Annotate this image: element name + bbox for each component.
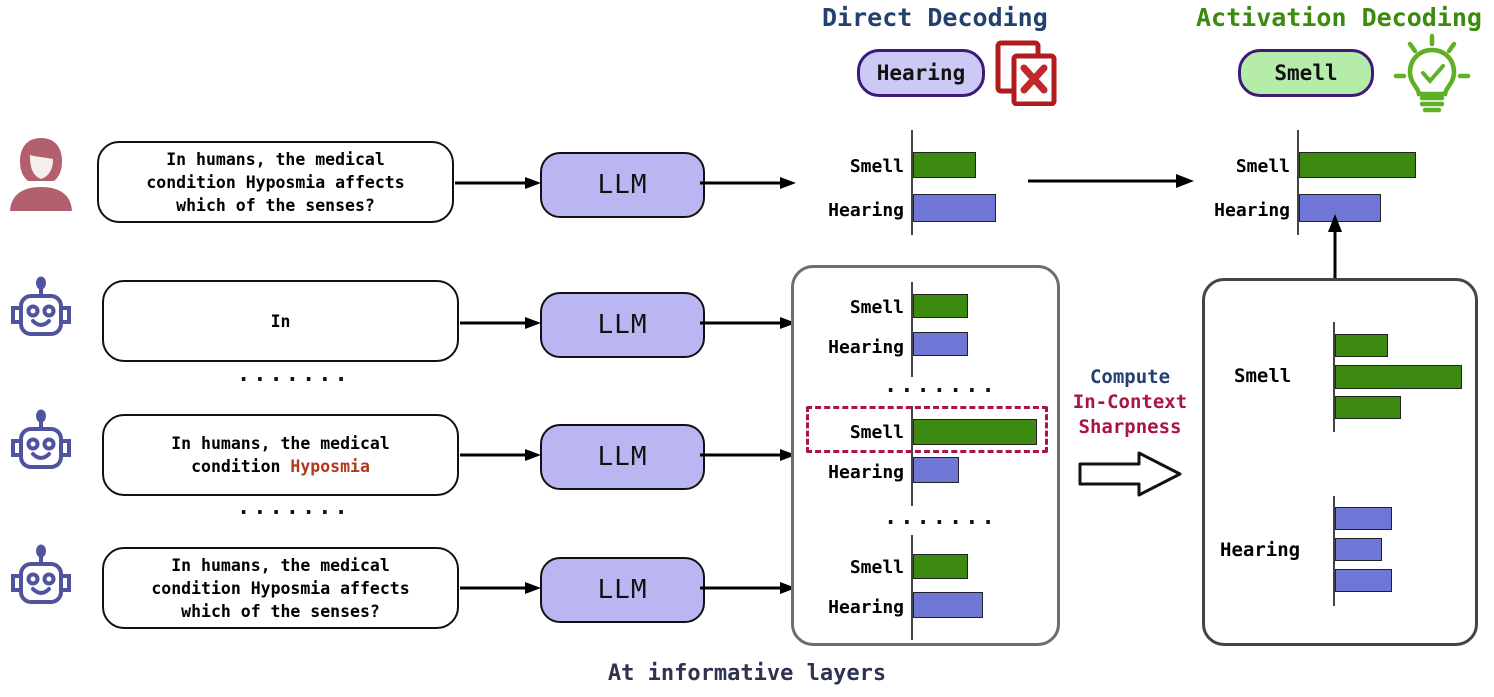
bar-smell-layer-2: [1335, 365, 1462, 389]
prompt-bubble-partial-2: In humans, the medical condition Hyposmi…: [102, 414, 459, 496]
bar-label-hearing: Hearing: [828, 597, 904, 618]
bar-hearing-layer-1: [1335, 507, 1392, 530]
sharpness-group-smell: Smell: [1220, 322, 1470, 442]
highlighted-token: Hyposmia: [290, 457, 370, 476]
arrow-prompt-to-llm: [460, 582, 541, 594]
bar-label-smell: Smell: [849, 297, 904, 318]
arrow-llm-to-distribution: [700, 449, 796, 461]
chart-layer-prompt-hyposmia: Smell Hearing: [808, 406, 1058, 510]
arrow-llm-to-distribution: [700, 582, 796, 594]
bar-hearing-layer-3: [1335, 569, 1392, 592]
block-arrow-right-icon: [1078, 451, 1182, 497]
direct-answer-pill: Hearing: [857, 49, 985, 97]
bar-smell: [913, 554, 968, 579]
bar-smell-layer-1: [1335, 334, 1388, 357]
activation-decoding-title: Activation Decoding: [1196, 3, 1482, 32]
chart-axis: [911, 406, 913, 506]
arrow-sharpness-to-activation: [1328, 214, 1342, 282]
compute-word: Compute: [1089, 366, 1171, 388]
prompt-bubble-user: In humans, the medical condition Hyposmi…: [97, 141, 454, 223]
bot-avatar: [11, 544, 71, 604]
bar-label-smell: Smell: [849, 557, 904, 578]
bar-hearing: [1299, 194, 1381, 222]
in-context-word: In-Context: [1072, 391, 1188, 413]
prompt-text: In humans, the medical condition Hyposmi…: [146, 149, 405, 215]
group-label-hearing: Hearing: [1220, 539, 1301, 561]
activation-answer-pill: Smell: [1238, 49, 1374, 97]
layer-distributions-panel: [791, 265, 1060, 646]
bar-smell-layer-3: [1335, 396, 1401, 419]
bar-smell: [913, 294, 968, 318]
arrow-llm-to-distribution: [700, 317, 796, 329]
ellipsis-left-2: ·······: [237, 501, 351, 526]
sharpness-word: Sharpness: [1078, 416, 1182, 438]
chart-activation-output: Smell Hearing: [1198, 130, 1488, 240]
chart-axis: [1333, 322, 1335, 432]
llm-box: LLM: [540, 152, 705, 218]
chart-axis: [911, 130, 913, 235]
bot-avatar: [11, 276, 71, 336]
prompt-text: In humans, the medical condition Hyposmi…: [171, 434, 390, 476]
bar-hearing-layer-2: [1335, 538, 1382, 561]
bar-smell: [913, 152, 976, 178]
prompt-text: In humans, the medical condition Hyposmi…: [151, 555, 410, 621]
llm-box: LLM: [540, 292, 705, 358]
chart-axis: [911, 282, 913, 377]
bar-hearing: [913, 457, 959, 483]
chart-layer-prompt-full: Smell Hearing: [808, 535, 1058, 645]
ellipsis-mid-2: ·······: [884, 511, 998, 536]
llm-box: LLM: [540, 424, 705, 490]
bar-hearing: [913, 194, 996, 222]
prompt-bubble-partial-1: In: [102, 280, 459, 362]
arrow-prompt-to-llm: [460, 449, 541, 461]
ellipsis-mid-1: ·······: [884, 379, 998, 404]
group-label-smell: Smell: [1234, 365, 1292, 387]
bot-avatar: [11, 409, 71, 469]
bar-label-hearing: Hearing: [1214, 200, 1290, 221]
chart-direct-output: Smell Hearing: [808, 130, 1068, 240]
prompt-bubble-full: In humans, the medical condition Hyposmi…: [102, 547, 459, 629]
user-avatar: [10, 138, 72, 211]
chart-axis: [911, 535, 913, 640]
arrow-llm-to-distribution: [700, 177, 796, 189]
chart-layer-prompt-in: Smell Hearing: [808, 282, 1058, 382]
bar-hearing: [913, 332, 968, 356]
footer-note: At informative layers: [607, 661, 887, 686]
bar-label-smell: Smell: [849, 422, 904, 443]
bar-label-hearing: Hearing: [828, 200, 904, 221]
cross-document-icon: [995, 40, 1057, 106]
bar-label-hearing: Hearing: [828, 462, 904, 483]
chart-axis: [1333, 496, 1335, 606]
bar-smell: [913, 419, 1037, 445]
arrow-prompt-to-llm: [455, 177, 541, 189]
arrow-prompt-to-llm: [460, 317, 541, 329]
in-context-sharpness-highlight: [806, 406, 1048, 453]
arrow-direct-to-activation: [1028, 174, 1194, 188]
chart-axis: [1297, 130, 1299, 235]
compute-sharpness-label: Compute In-Context Sharpness: [1060, 365, 1200, 440]
direct-decoding-title: Direct Decoding: [822, 3, 1048, 32]
bar-label-smell: Smell: [849, 156, 904, 177]
bar-smell: [1299, 152, 1416, 178]
bar-hearing: [913, 592, 983, 618]
prompt-text: In: [270, 311, 291, 331]
bar-label-hearing: Hearing: [828, 337, 904, 358]
sharpness-group-hearing: Hearing: [1220, 496, 1470, 616]
bar-label-smell: Smell: [1235, 156, 1290, 177]
lightbulb-check-icon: [1393, 33, 1471, 113]
llm-box: LLM: [540, 557, 705, 623]
ellipsis-left-1: ·······: [237, 368, 351, 393]
